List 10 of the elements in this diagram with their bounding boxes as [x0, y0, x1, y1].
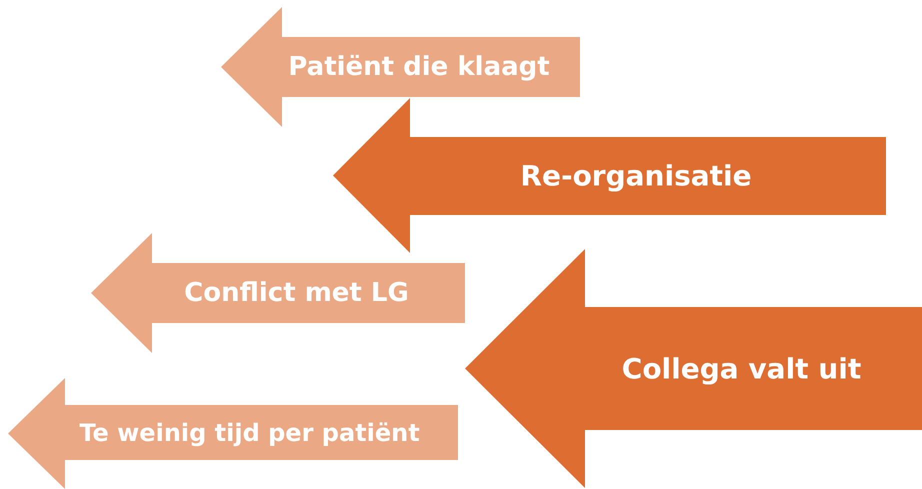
arrow-label: Patiënt die klaagt: [288, 52, 550, 82]
arrow-label: Re-organisatie: [520, 160, 752, 192]
arrow-shaped-banner: [221, 7, 580, 127]
arrow-shaped-banner: [91, 233, 465, 353]
arrow-shaped-banner: [8, 378, 458, 489]
arrow-label: Te weinig tijd per patiënt: [79, 418, 420, 446]
arrow-shaped-banner: [465, 249, 922, 488]
arrow-label: Conflict met LG: [184, 278, 409, 308]
arrow-label: Collega valt uit: [622, 352, 862, 385]
arrow-shaped-banner: [333, 98, 886, 253]
